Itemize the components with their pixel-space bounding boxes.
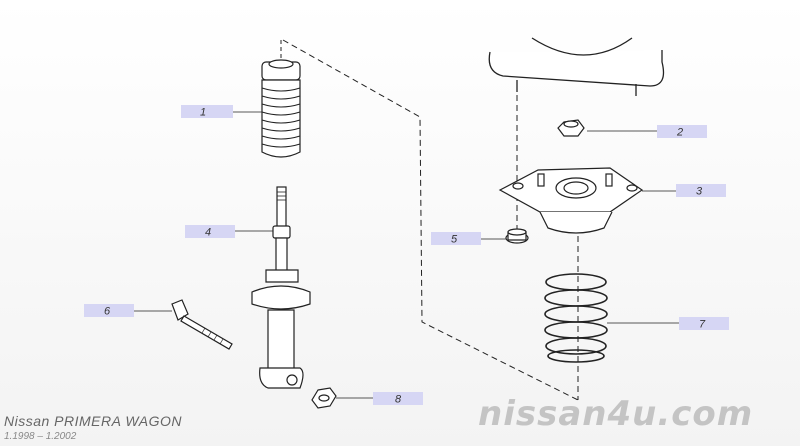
model-dates: 1.1998 – 1.2002 xyxy=(4,431,77,442)
watermark-corner: nissan4u.com xyxy=(478,394,754,434)
callout-5-label: 5 xyxy=(451,234,458,246)
callout-4[interactable]: 4 xyxy=(185,225,235,239)
callout-8[interactable]: 8 xyxy=(373,392,423,406)
callout-1[interactable]: 1 xyxy=(181,105,233,119)
callout-5[interactable]: 5 xyxy=(431,232,481,246)
model-name: Nissan PRIMERA WAGON xyxy=(4,413,183,429)
callout-6-label: 6 xyxy=(104,306,111,318)
lower-nut-part xyxy=(311,387,337,409)
callout-7-label: 7 xyxy=(699,319,706,331)
callout-4-label: 4 xyxy=(205,227,211,239)
leader-lines xyxy=(134,111,679,399)
strut-mount-part xyxy=(498,167,644,234)
callout-3[interactable]: 3 xyxy=(676,184,726,198)
washer-nut-part xyxy=(505,228,529,244)
top-nut-part xyxy=(557,119,585,137)
coil-spring-part xyxy=(544,273,608,363)
body-mount-part xyxy=(488,37,665,96)
bump-stop-part xyxy=(261,59,301,158)
callout-6[interactable]: 6 xyxy=(84,304,134,318)
callout-2[interactable]: 2 xyxy=(657,125,707,139)
mounting-bolt-part xyxy=(171,299,233,350)
callout-2-label: 2 xyxy=(676,127,683,139)
callout-7[interactable]: 7 xyxy=(679,317,729,331)
callout-8-label: 8 xyxy=(395,394,402,406)
callout-3-label: 3 xyxy=(696,186,703,198)
shock-absorber-part xyxy=(251,186,311,389)
callout-1-label: 1 xyxy=(200,107,206,119)
